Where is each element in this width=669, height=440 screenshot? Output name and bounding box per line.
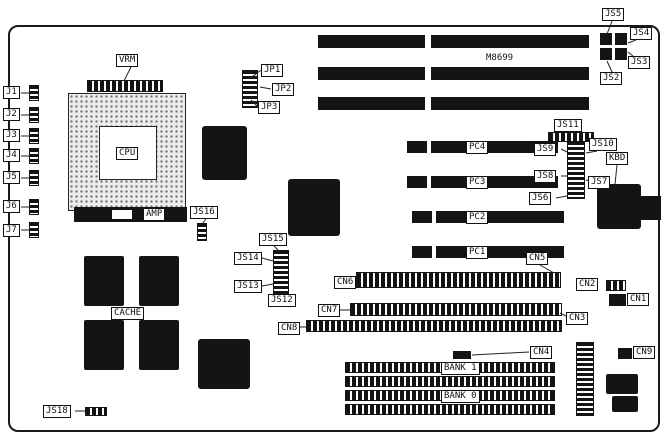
label-js3: JS3: [628, 56, 651, 69]
label-js5: JS5: [602, 8, 625, 21]
connector-j6: [29, 199, 39, 215]
kbd-connector-port: [640, 196, 661, 220]
label-js9: JS9: [534, 143, 557, 156]
jumper-block-js12-js15: [273, 250, 289, 294]
connector-j5: [29, 170, 39, 186]
label-jp2: JP2: [272, 83, 295, 96]
connector-cn7: [350, 303, 562, 316]
label-j4: J4: [3, 149, 20, 162]
label-cn5: CN5: [526, 252, 549, 265]
label-js10: JS10: [589, 138, 617, 151]
label-js15: JS15: [259, 233, 287, 246]
connector-j1: [29, 85, 39, 101]
connector-j2: [29, 107, 39, 123]
connector-cn9: [618, 348, 632, 359]
connector-js16: [197, 223, 207, 241]
cache-chip-3: [84, 320, 124, 370]
connector-js6-js9: [567, 141, 585, 199]
connector-cn2: [606, 280, 626, 291]
label-js11: JS11: [554, 119, 582, 132]
label-js18: JS18: [43, 405, 71, 418]
jumper-js5: [600, 33, 612, 45]
connector-cn4: [453, 351, 471, 359]
label-pc2: PC2: [466, 211, 489, 224]
bottom-right-component-2: [612, 396, 638, 412]
jumper-js3: [615, 48, 627, 60]
label-j2: J2: [3, 108, 20, 121]
label-bank0: BANK 0: [441, 390, 480, 403]
pci-slot-pc2-left: [412, 211, 432, 223]
label-cn1: CN1: [627, 293, 650, 306]
pci-slot-pc4-left: [407, 141, 427, 153]
cache-chip-2: [139, 256, 179, 306]
connector-j4: [29, 148, 39, 164]
qfp-chip-3: [198, 339, 250, 389]
connector-cn1: [609, 294, 626, 306]
label-cpu: CPU: [116, 147, 139, 160]
cache-chip-4: [139, 320, 179, 370]
connector-j3: [29, 128, 39, 144]
label-js2: JS2: [600, 72, 623, 85]
label-pc1: PC1: [466, 246, 489, 259]
label-j7: J7: [3, 224, 20, 237]
isa-slot-row2-left: [318, 67, 425, 80]
jumper-js2: [600, 48, 612, 60]
isa-slot-row1-right: [431, 35, 589, 48]
power-connector: [576, 342, 594, 416]
label-bank1: BANK 1: [441, 362, 480, 375]
pci-slot-pc3: [431, 176, 558, 188]
label-j1: J1: [3, 86, 20, 99]
label-jp3: JP3: [258, 101, 281, 114]
connector-js18: [85, 407, 107, 416]
label-cn9: CN9: [633, 346, 656, 359]
isa-slot-row2-right: [431, 67, 589, 80]
kbd-connector: [597, 184, 641, 229]
jumper-block-jp1-jp3: [242, 70, 258, 108]
label-js14: JS14: [234, 252, 262, 265]
label-kbd: KBD: [606, 152, 629, 165]
simm-socket-bank1-b: [345, 376, 555, 387]
label-js12: JS12: [268, 294, 296, 307]
label-js6: JS6: [529, 192, 552, 205]
label-amp: AMP: [143, 208, 166, 221]
qfp-chip-1: [202, 126, 247, 180]
label-js8: JS8: [534, 170, 557, 183]
label-j5: J5: [3, 171, 20, 184]
label-vrm: VRM: [116, 54, 139, 67]
label-cache: CACHE: [111, 307, 145, 320]
label-cn2: CN2: [576, 278, 599, 291]
jumper-js4: [615, 33, 627, 45]
label-m8699: M8699: [486, 53, 514, 63]
label-pc3: PC3: [466, 176, 489, 189]
pci-slot-pc4: [431, 141, 558, 153]
pci-slot-pc2: [436, 211, 564, 223]
label-pc4: PC4: [466, 141, 489, 154]
label-cn3: CN3: [566, 312, 589, 325]
bottom-right-component-1: [606, 374, 638, 394]
label-js13: JS13: [234, 280, 262, 293]
label-js4: JS4: [630, 27, 653, 40]
label-js7: JS7: [588, 176, 611, 189]
vrm-module: [87, 80, 163, 92]
amp-connector-slot: [112, 210, 132, 219]
isa-slot-row3-right: [431, 97, 589, 110]
label-cn8: CN8: [278, 322, 301, 335]
simm-socket-bank0-b: [345, 404, 555, 415]
isa-slot-row3-left: [318, 97, 425, 110]
pci-slot-pc3-left: [407, 176, 427, 188]
label-cn4: CN4: [530, 346, 553, 359]
qfp-chip-2: [288, 179, 340, 236]
connector-j7: [29, 222, 39, 238]
pci-slot-pc1-left: [412, 246, 432, 258]
label-jp1: JP1: [261, 64, 284, 77]
isa-slot-row1-left: [318, 35, 425, 48]
label-cn7: CN7: [318, 304, 341, 317]
label-j3: J3: [3, 129, 20, 142]
connector-cn8-cn3: [306, 320, 562, 332]
label-j6: J6: [3, 200, 20, 213]
cache-chip-1: [84, 256, 124, 306]
label-cn6: CN6: [334, 276, 357, 289]
label-js16: JS16: [190, 206, 218, 219]
connector-cn6-cn5: [356, 272, 561, 288]
